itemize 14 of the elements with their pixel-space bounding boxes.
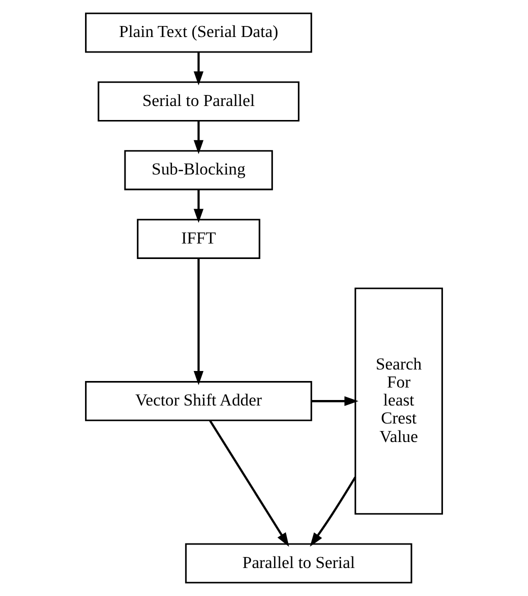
arrow [209,420,290,547]
arrow [310,476,356,547]
node-box: Vector Shift Adder [85,381,312,422]
node-box: Sub-Blocking [124,150,273,190]
arrow [194,190,204,223]
node-box: Parallel to Serial [185,543,412,584]
node-box: Search For least Crest Value [354,288,443,515]
arrow [194,258,204,386]
node-box: Serial to Parallel [98,81,300,122]
arrow [312,396,358,406]
arrow [194,120,204,154]
arrow [194,52,204,86]
node-box: IFFT [136,218,260,259]
node-box: Plain Text (Serial Data) [85,12,312,53]
